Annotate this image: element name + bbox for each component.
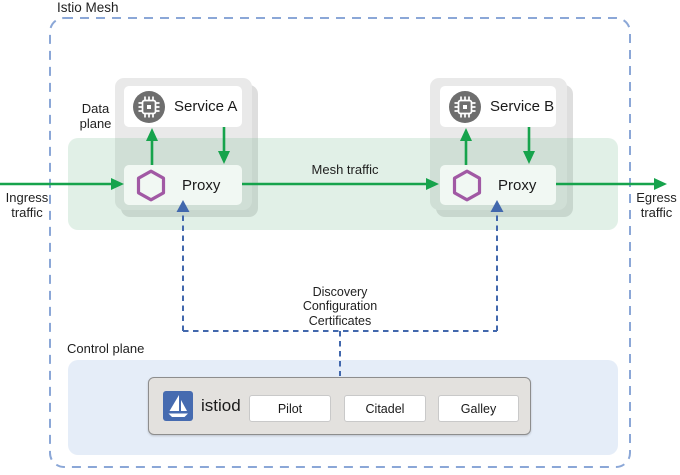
ingress-label-line1: Ingress [5,190,49,205]
proxy-b-label: Proxy [498,176,537,194]
service-a-box: Service A [124,86,242,127]
data-plane-label: Data plane [68,101,123,131]
component-pilot: Pilot [249,395,331,422]
control-plane-label: Control plane [67,341,145,356]
egress-label-line1: Egress [636,190,677,205]
chip-icon [449,90,481,123]
egress-traffic-label: Egress traffic [633,190,680,220]
data-plane-label-line1: Data [81,101,110,116]
service-a-label: Service A [174,98,238,115]
hexagon-envoy-icon [136,169,166,202]
hexagon-envoy-icon [452,169,482,202]
component-citadel: Citadel [344,395,426,422]
egress-label-line2: traffic [640,204,673,220]
ingress-label-line2: traffic [11,204,43,220]
discovery-line2: Configuration [302,299,378,314]
egress-arrowhead [654,178,667,190]
proxy-a-box: Proxy [124,165,242,205]
proxy-a-label: Proxy [182,176,221,194]
discovery-line3: Certificates [308,313,372,328]
discovery-line1: Discovery [312,285,368,299]
istio-mesh-label: Istio Mesh [57,0,119,15]
service-b-label: Service B [490,98,555,115]
istio-sail-icon [163,391,193,421]
istiod-label: istiod [201,396,241,415]
mesh-traffic-label: Mesh traffic [311,162,379,177]
component-galley: Galley [438,395,519,422]
proxy-b-box: Proxy [440,165,556,205]
chip-icon [133,90,165,123]
ingress-traffic-label: Ingress traffic [2,190,52,220]
discovery-config-certs-label: Discovery Configuration Certificates [260,285,420,328]
service-b-box: Service B [440,86,556,127]
data-plane-label-line2: plane [79,115,112,131]
istiod-box: istiod Pilot Citadel Galley [148,377,531,435]
